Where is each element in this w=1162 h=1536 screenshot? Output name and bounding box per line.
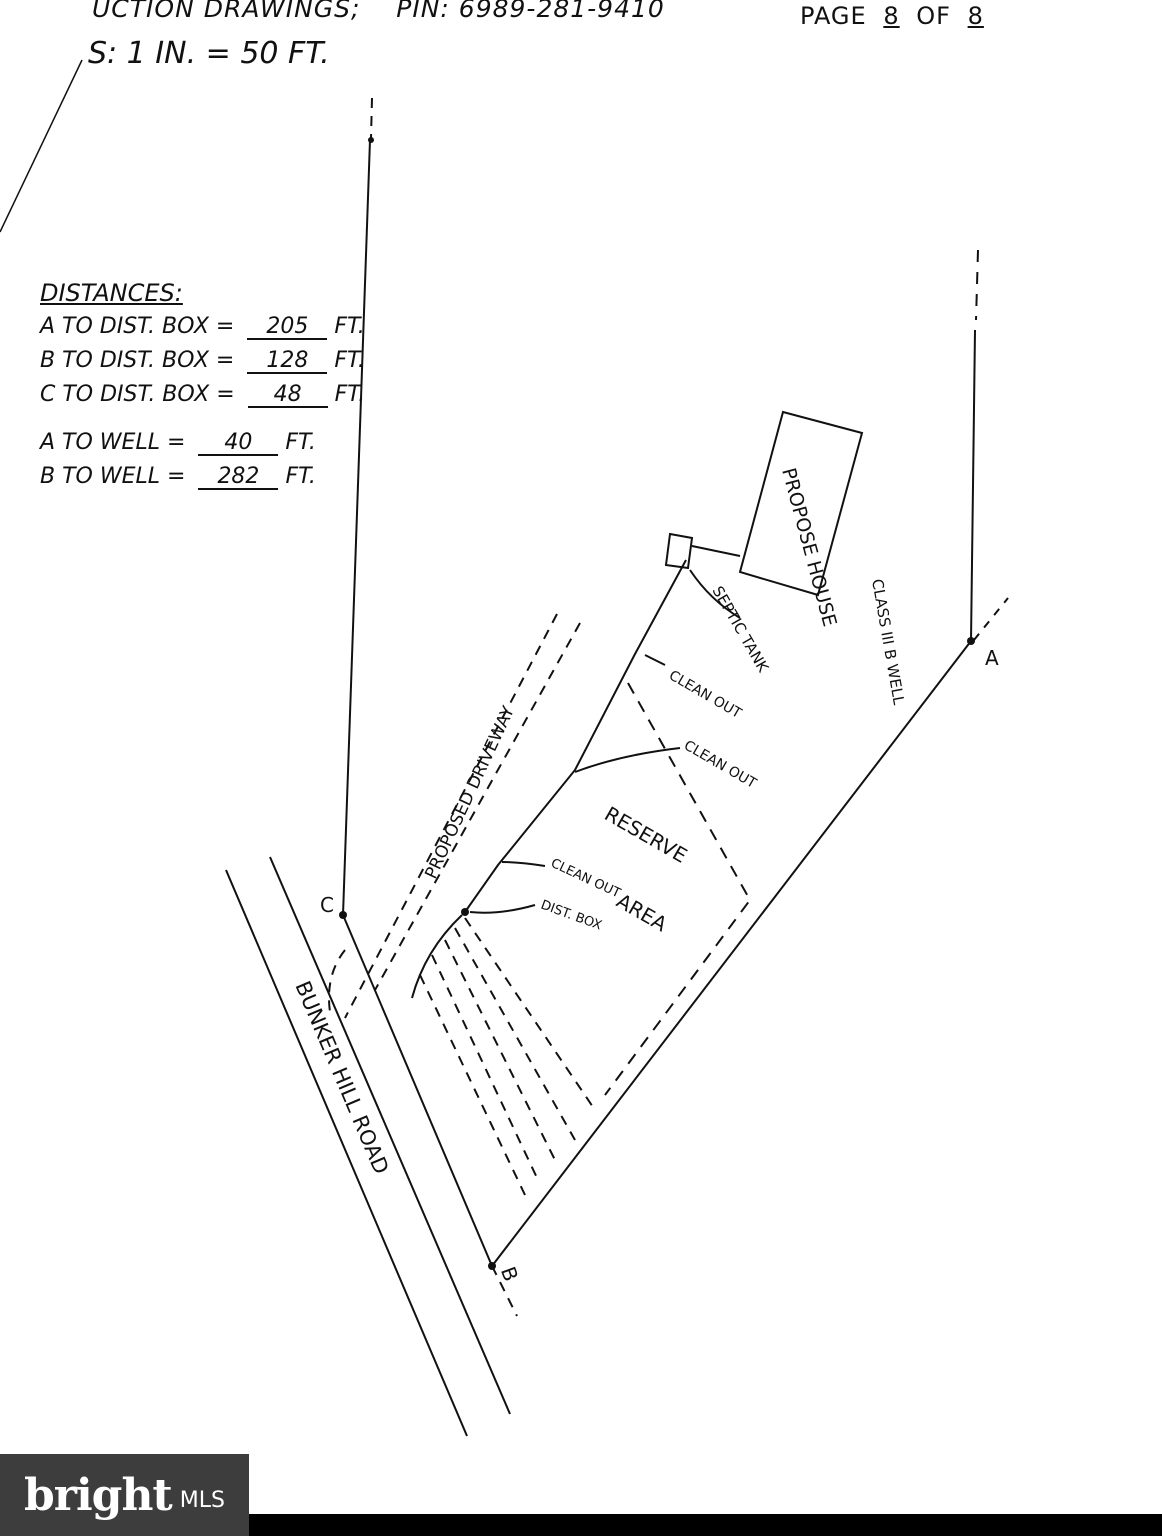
corner-marker: [368, 137, 374, 143]
property-line-extension: [975, 249, 979, 321]
distance-label: A TO WELL =: [40, 430, 186, 455]
distance-unit: FT.: [334, 348, 365, 373]
well-label: CLASS III B WELL: [868, 578, 908, 707]
distance-value: 48: [247, 384, 328, 408]
property-line-extension: [973, 597, 1009, 641]
distance-unit: FT.: [285, 430, 316, 455]
road-label: BUNKER HILL ROAD: [290, 978, 393, 1178]
distance-value: 128: [247, 350, 328, 374]
logo-suffix: MLS: [179, 1487, 225, 1513]
point-b-marker: [488, 1262, 496, 1270]
distance-unit: FT.: [334, 314, 365, 339]
drain-line: [444, 939, 556, 1161]
house-to-tank-pipe: [691, 545, 741, 557]
point-b-label: B: [496, 1263, 523, 1284]
distance-row: A TO WELL = 40 FT.: [40, 426, 365, 460]
distance-label: A TO DIST. BOX =: [40, 314, 235, 339]
distance-row: B TO WELL = 282 FT.: [40, 460, 365, 494]
clean-out-label: CLEAN OUT: [681, 738, 759, 792]
point-c-label: C: [320, 893, 334, 917]
area-label: AREA: [613, 889, 672, 937]
drawing-title: UCTION DRAWINGS; PIN: 6989-281-9410: [92, 0, 665, 23]
point-a-label: A: [985, 646, 999, 670]
distance-row: B TO DIST. BOX = 128 FT.: [40, 344, 365, 378]
reserve-area-outline: [604, 682, 752, 1096]
clean-out-arrow: [574, 747, 681, 773]
property-line-extension: [370, 97, 373, 139]
drain-line: [419, 974, 526, 1196]
drain-line: [454, 927, 576, 1141]
distances-title: DISTANCES:: [40, 279, 183, 307]
property-line-a-b: [491, 640, 972, 1267]
bottom-bar: [249, 1514, 1162, 1536]
septic-tank: [664, 532, 694, 570]
page-indicator: PAGE 8 OF 8: [800, 2, 992, 30]
scale-note: S: 1 IN. = 50 FT.: [88, 36, 330, 71]
dist-box-feed: [411, 914, 463, 999]
septic-arrow: [689, 569, 741, 619]
clean-out-arrow: [644, 654, 666, 666]
distance-value: 205: [247, 316, 328, 340]
reserve-label: RESERVE: [601, 802, 692, 868]
clean-out-label: CLEAN OUT: [548, 856, 622, 901]
point-c-marker: [339, 911, 347, 919]
distance-value: 282: [198, 466, 279, 490]
drain-line: [431, 954, 539, 1181]
distance-label: B TO WELL =: [40, 464, 186, 489]
distance-value: 40: [198, 432, 279, 456]
property-line-right: [970, 329, 976, 642]
page-prefix: PAGE: [800, 2, 867, 30]
driveway-edge: [374, 622, 581, 991]
dist-box-arrow: [469, 904, 536, 914]
property-line-extension: [491, 1265, 518, 1317]
driveway-label: PROPOSED DRIVEWAY: [421, 703, 519, 882]
road-edge: [269, 856, 511, 1415]
dist-box-label: DIST. BOX: [539, 898, 604, 934]
edge-line: [0, 59, 83, 233]
pin-value: 6989-281-9410: [458, 0, 665, 23]
distance-label: C TO DIST. BOX =: [40, 382, 235, 407]
title-fragment: UCTION DRAWINGS;: [92, 0, 361, 23]
road-edge: [225, 869, 468, 1437]
driveway-edge: [344, 613, 558, 1019]
page-current: 8: [883, 2, 900, 30]
clean-out-arrow: [501, 861, 546, 867]
page-sep: OF: [916, 2, 951, 30]
property-line-c-b: [342, 914, 493, 1267]
septic-tank-label: SEPTIC TANK: [709, 583, 773, 676]
distance-row: C TO DIST. BOX = 48 FT.: [40, 378, 365, 412]
bright-mls-logo: bright MLS: [0, 1454, 249, 1536]
point-a-marker: [967, 637, 975, 645]
property-line-left: [342, 139, 371, 916]
page-total: 8: [967, 2, 984, 30]
pin-label: PIN:: [396, 0, 450, 23]
septic-line: [464, 559, 687, 913]
drain-line: [464, 917, 596, 1111]
logo-brand: bright: [24, 1469, 173, 1521]
distances-table: DISTANCES: A TO DIST. BOX = 205 FT. B TO…: [40, 276, 365, 494]
driveway-curve: [328, 949, 346, 1013]
distance-unit: FT.: [285, 464, 316, 489]
proposed-house: [738, 410, 864, 597]
clean-out-label: CLEAN OUT: [666, 668, 744, 722]
dist-box-marker: [461, 908, 469, 916]
distance-row: A TO DIST. BOX = 205 FT.: [40, 310, 365, 344]
distance-label: B TO DIST. BOX =: [40, 348, 235, 373]
